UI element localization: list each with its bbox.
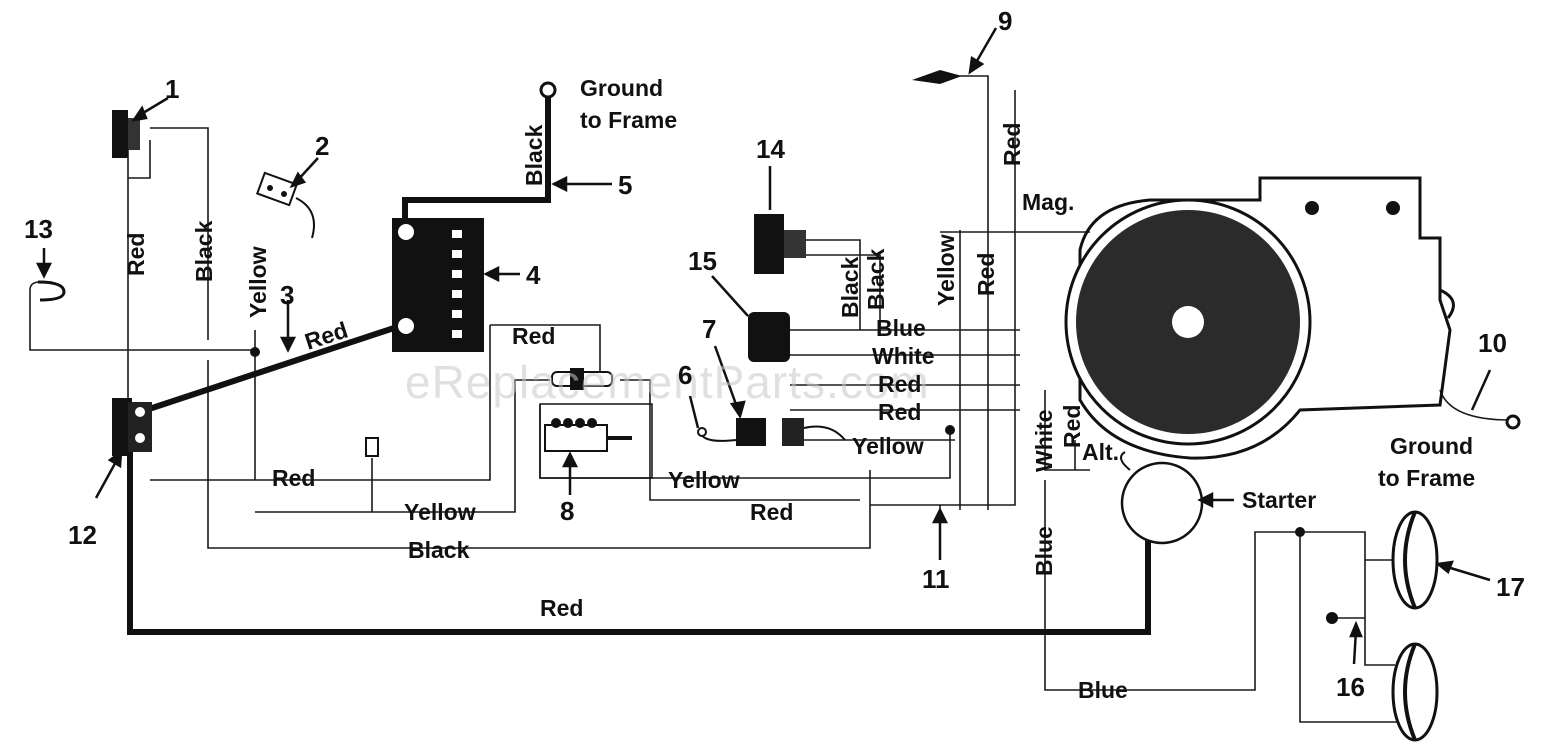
watermark: eReplacementParts.com: [405, 356, 930, 408]
wire-label-yellow-8: Yellow: [668, 467, 740, 493]
ground-terminal-top: [539, 81, 557, 99]
callout-2: 2: [315, 131, 329, 161]
callout-1: 1: [165, 74, 179, 104]
wire-label-red-15a: Red: [878, 371, 921, 397]
callout-3: 3: [280, 280, 294, 310]
component-8-relay: [539, 403, 653, 479]
component-2-connector: [255, 171, 315, 239]
ground-terminal-right: [1505, 414, 1521, 430]
wire-labels: Red Black Yellow Red Black Red Red Yello…: [123, 123, 1128, 703]
ground-label-top-line2: to Frame: [580, 107, 677, 133]
wire-label-red-15b: Red: [878, 399, 921, 425]
callout-7: 7: [702, 314, 716, 344]
wire-label-black: Black: [191, 220, 217, 282]
engine: [1064, 176, 1455, 460]
callout-12: 12: [68, 520, 97, 550]
ground-label-right-line1: Ground: [1390, 433, 1473, 459]
battery-cables: [127, 90, 1151, 635]
junction-dots: [250, 347, 1305, 537]
callout-14: 14: [756, 134, 785, 164]
wire-label-red-alt: Red: [1059, 405, 1085, 448]
callout-4: 4: [526, 260, 541, 290]
wire-label-white-alt: White: [1031, 409, 1057, 472]
annotations: Ground to Frame Ground to Frame Mag. Alt…: [580, 75, 1475, 513]
wire-label-yellow-7: Yellow: [852, 433, 924, 459]
callout-8: 8: [560, 496, 574, 526]
wire-label-blue-15: Blue: [876, 315, 926, 341]
wire-label-red: Red: [123, 233, 149, 276]
component-16-bulb: [1326, 612, 1338, 624]
component-9-spark-plug-cap: [912, 70, 962, 84]
callout-16: 16: [1336, 672, 1365, 702]
callout-6: 6: [678, 360, 692, 390]
callout-15: 15: [688, 246, 717, 276]
wire-label-blue-starter: Blue: [1031, 526, 1057, 576]
ground-label-top-line1: Ground: [580, 75, 663, 101]
wire-label-black-14a: Black: [837, 256, 863, 318]
component-7-switch: [697, 418, 846, 446]
wire-label-red-bottom: Red: [540, 595, 583, 621]
leader-arrows: [35, 27, 1492, 665]
callout-numbers: 1 2 3 4 5 6 7 8 9 10 11 12 13 14 15 16 1…: [24, 6, 1525, 702]
mag-label: Mag.: [1022, 189, 1074, 215]
wire-label-red-8: Red: [750, 499, 793, 525]
callout-9: 9: [998, 6, 1012, 36]
wire-label-red-lower: Red: [272, 465, 315, 491]
callout-10: 10: [1478, 328, 1507, 358]
callout-17: 17: [1496, 572, 1525, 602]
wire-label-yellow: Yellow: [245, 246, 271, 318]
wire-label-blue-bottom: Blue: [1078, 677, 1128, 703]
wire-label-red-cable: Red: [302, 317, 351, 355]
starter-label: Starter: [1242, 487, 1316, 513]
component-14-switch: [754, 214, 806, 274]
wire-label-black-lower: Black: [408, 537, 470, 563]
wire-label-black-ground: Black: [521, 124, 547, 186]
wire-label-red-engine: Red: [973, 253, 999, 296]
alt-label: Alt.: [1082, 439, 1119, 465]
component-12-solenoid: [112, 398, 152, 456]
callout-11: 11: [922, 564, 950, 594]
component-13-lead: [37, 280, 66, 302]
fuse-holder: [551, 368, 613, 390]
ground-label-right-line2: to Frame: [1378, 465, 1475, 491]
wire-label-red-fuse: Red: [512, 323, 555, 349]
component-1-switch: [112, 110, 140, 158]
component-4-battery: [392, 218, 484, 352]
component-17-headlights: [1391, 510, 1439, 742]
wire-label-yellow-engine: Yellow: [933, 234, 959, 306]
component-15-switch: [748, 312, 790, 362]
wire-label-white-15: White: [872, 343, 935, 369]
wire-label-yellow-lower: Yellow: [404, 499, 476, 525]
callout-13: 13: [24, 214, 53, 244]
small-sensor: [365, 437, 379, 457]
callout-5: 5: [618, 170, 632, 200]
wire-label-red-9: Red: [999, 123, 1025, 166]
wire-label-black-14b: Black: [863, 248, 889, 310]
starter-motor: [1120, 451, 1204, 545]
